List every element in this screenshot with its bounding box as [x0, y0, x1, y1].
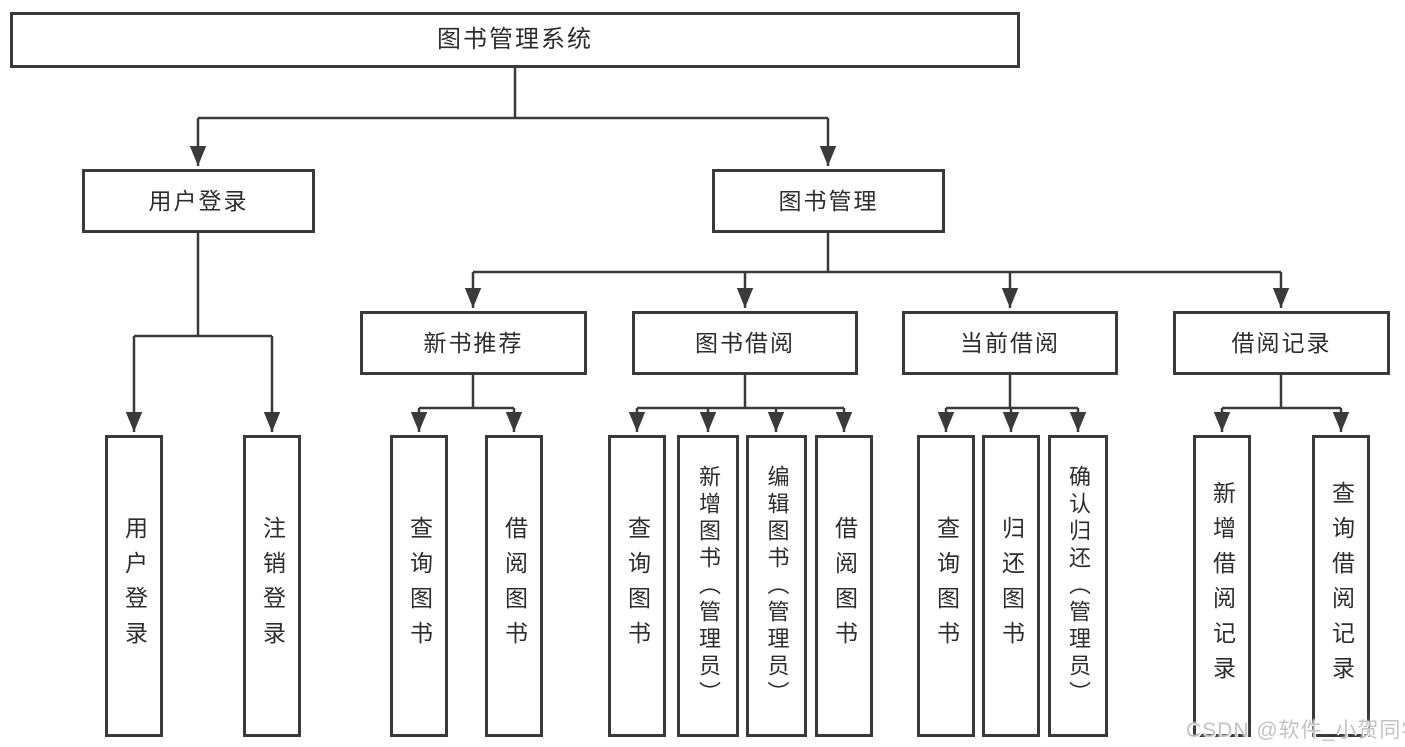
- watermark-csdn: CSDN @软件_小贺同学: [1186, 719, 1405, 742]
- node-book-borrowing: 图书借阅: [632, 311, 858, 375]
- node-borrowing-records: 借阅记录: [1173, 311, 1390, 375]
- node-leaf-borrow-books-recommend: 借阅图书: [485, 435, 543, 737]
- node-current-borrowing: 当前借阅: [902, 311, 1118, 375]
- node-leaf-edit-books-admin: 编辑图书（管理员）: [746, 435, 807, 737]
- node-leaf-add-books-admin: 新增图书（管理员）: [677, 435, 739, 737]
- node-leaf-user-login: 用户登录: [105, 435, 163, 737]
- node-leaf-query-books-recommend: 查询图书: [390, 435, 448, 737]
- node-leaf-confirm-return-admin: 确认归还（管理员）: [1048, 435, 1108, 737]
- node-user-login: 用户登录: [82, 169, 315, 233]
- node-new-book-recommendation: 新书推荐: [360, 311, 587, 375]
- node-library-management-system: 图书管理系统: [10, 12, 1020, 68]
- node-leaf-query-books-borrowing: 查询图书: [608, 435, 666, 737]
- node-leaf-borrow-books-borrowing: 借阅图书: [815, 435, 873, 737]
- node-leaf-return-books: 归还图书: [982, 435, 1040, 737]
- node-leaf-logout-login: 注销登录: [243, 435, 301, 737]
- node-book-management: 图书管理: [712, 169, 945, 233]
- node-leaf-query-books-current: 查询图书: [917, 435, 975, 737]
- node-leaf-query-borrow-record: 查询借阅记录: [1312, 435, 1370, 737]
- node-leaf-add-borrow-record: 新增借阅记录: [1193, 435, 1251, 737]
